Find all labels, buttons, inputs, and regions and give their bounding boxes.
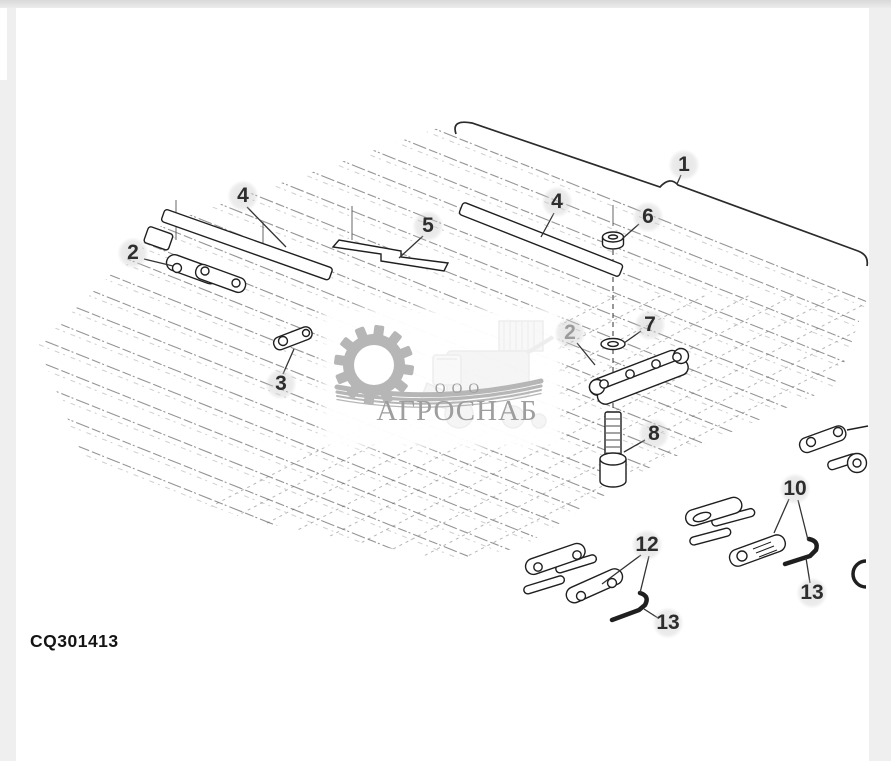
- mesh-line: [63, 293, 868, 560]
- watermark: ООО АГРОСНАБ: [327, 313, 557, 443]
- mesh-line: [151, 293, 868, 560]
- mesh-line: [38, 437, 868, 560]
- mesh-line: [38, 305, 868, 560]
- leader-line: [282, 348, 295, 375]
- mesh-line: [38, 293, 841, 560]
- mesh-line: [38, 414, 868, 560]
- watermark-company-name: АГРОСНАБ: [376, 395, 538, 427]
- swoosh-line: [335, 384, 543, 402]
- cotter-pin-bottom: [609, 590, 649, 623]
- snap-ring-clip: [851, 559, 867, 589]
- leader-line: [797, 499, 809, 541]
- leader-line: [773, 498, 790, 534]
- mesh-line: [38, 122, 868, 230]
- edge-link-and-pin: [798, 425, 869, 474]
- gear-tooth: [402, 364, 415, 376]
- part-code: CQ301413: [30, 631, 119, 651]
- gear-hole: [354, 345, 394, 385]
- mesh-line: [38, 122, 868, 408]
- bolt: [599, 411, 627, 488]
- mesh-line: [723, 293, 868, 560]
- mesh-line: [38, 282, 868, 560]
- gear-tooth: [354, 326, 368, 340]
- mesh-line: [38, 299, 868, 560]
- leader-line: [621, 223, 640, 240]
- mesh-line: [38, 374, 868, 560]
- mesh-line: [38, 368, 868, 560]
- gear-swoosh-icon: [333, 324, 544, 408]
- mesh-line: [38, 122, 868, 270]
- mesh-line: [38, 122, 868, 316]
- mesh-line: [107, 293, 868, 560]
- left-edge-notch: [0, 8, 7, 80]
- mesh-line: [38, 122, 868, 224]
- mesh-line: [38, 276, 868, 560]
- mesh-line: [38, 293, 709, 560]
- swoosh-line: [336, 392, 542, 408]
- window-top-edge: [0, 0, 891, 8]
- mesh-line: [38, 122, 868, 368]
- master-link-assembly-left: [523, 542, 624, 604]
- mesh-line: [38, 122, 868, 247]
- leader-line: [805, 557, 811, 584]
- mesh-line: [38, 122, 868, 322]
- nut: [601, 231, 625, 250]
- gear-tooth: [333, 354, 346, 366]
- mesh-line: [38, 328, 868, 560]
- swoosh-line: [336, 389, 542, 405]
- mesh-line: [767, 293, 868, 560]
- mesh-line: [38, 397, 868, 560]
- watermark-org-form: ООО: [434, 381, 486, 397]
- leader-line: [540, 212, 555, 238]
- master-link-assembly-right: [684, 496, 787, 567]
- mesh-line: [38, 322, 868, 560]
- slat-short: [331, 239, 450, 272]
- mesh-line: [38, 122, 868, 345]
- swoosh-line: [334, 378, 544, 398]
- mesh-line: [38, 122, 868, 276]
- leader-line: [246, 206, 287, 248]
- washer: [600, 337, 626, 351]
- mesh-line: [38, 122, 868, 362]
- mesh-line: [38, 122, 868, 201]
- leader-line: [623, 330, 642, 344]
- mesh-line: [38, 293, 753, 560]
- leader-line: [398, 235, 424, 259]
- chain-link-assembly-right: [588, 347, 690, 405]
- mesh-line: [38, 122, 868, 391]
- mesh-line: [38, 391, 868, 560]
- gear-tooth: [335, 371, 349, 385]
- gear-tooth: [340, 337, 354, 351]
- mesh-line: [38, 420, 868, 560]
- chain-link-assembly-left: [165, 254, 247, 294]
- mesh-line: [38, 122, 868, 385]
- link-plate: [272, 326, 313, 351]
- gear-tooth: [388, 331, 402, 345]
- watermark-logo: [333, 320, 555, 429]
- gear-tooth: [373, 324, 385, 337]
- cotter-pin-right: [782, 536, 819, 567]
- mesh-line: [38, 351, 868, 560]
- leader-line: [639, 555, 650, 594]
- chain-assembly-outline: [454, 121, 869, 267]
- mesh-line: [38, 345, 868, 560]
- mesh-line: [811, 293, 868, 560]
- leader-line: [676, 174, 682, 185]
- slat-right: [458, 202, 624, 277]
- mesh-line: [38, 122, 868, 299]
- diagram-parts: [143, 200, 869, 623]
- mesh-line: [38, 122, 868, 414]
- gear-tooth: [394, 379, 408, 393]
- slat-left: [143, 209, 333, 281]
- mesh-line: [38, 122, 868, 339]
- gear-tooth: [399, 345, 413, 359]
- leader-line: [643, 608, 659, 619]
- mesh-line: [38, 443, 868, 560]
- mesh-line: [38, 122, 868, 207]
- mesh-line: [855, 293, 868, 560]
